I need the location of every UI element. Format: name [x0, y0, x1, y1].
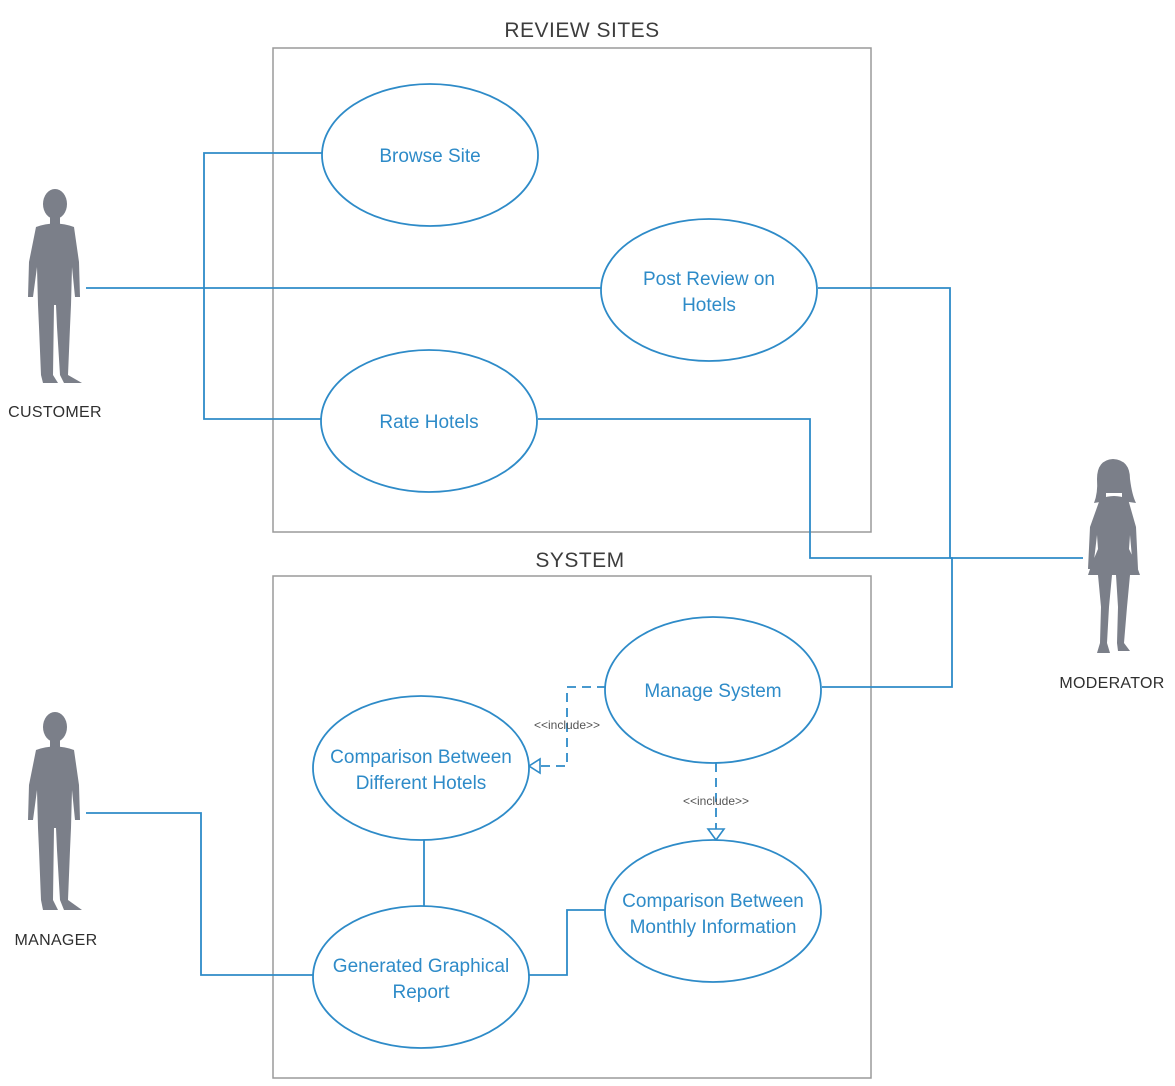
use-case-manage-system[interactable]: Manage System: [604, 616, 822, 764]
include-hotels-dependency: <<include>>: [527, 686, 606, 775]
comparison-hotels-label-line1: Comparison Between: [330, 747, 512, 768]
report-monthly-line: [529, 909, 605, 976]
male-person-icon: [28, 189, 82, 383]
moderator-label: MODERATOR: [1059, 675, 1164, 692]
use-case-browse-site[interactable]: Browse Site: [321, 83, 539, 227]
use-case-post-review[interactable]: Post Review on Hotels: [600, 218, 818, 362]
female-person-icon: [1088, 459, 1140, 653]
male-person-icon: [28, 712, 82, 910]
system-frame: SYSTEM: [272, 549, 872, 1079]
include-monthly-dependency: <<include>>: [683, 763, 749, 842]
post-review-label-line2: Hotels: [682, 295, 736, 316]
include-hotels-label: <<include>>: [534, 718, 600, 732]
graphical-report-label-line1: Generated Graphical: [333, 956, 509, 977]
comparison-monthly-label-line1: Comparison Between: [622, 891, 804, 912]
manager-report-line: [86, 812, 313, 976]
comparison-hotels-label-line2: Different Hotels: [356, 773, 487, 794]
graphical-report-label-line2: Report: [392, 982, 450, 1003]
system-title: SYSTEM: [535, 549, 624, 572]
actor-moderator[interactable]: MODERATOR: [1059, 459, 1164, 692]
include-monthly-label: <<include>>: [683, 794, 749, 808]
customer-label: CUSTOMER: [8, 404, 102, 421]
manager-label: MANAGER: [15, 932, 98, 949]
comparison-monthly-label-line2: Monthly Information: [630, 917, 797, 938]
use-case-comparison-monthly[interactable]: Comparison Between Monthly Information: [604, 839, 822, 983]
post-review-moderator-line: [818, 287, 951, 558]
include-monthly-arrowhead: [706, 828, 726, 842]
browse-site-label: Browse Site: [379, 146, 480, 167]
associations: [86, 152, 1083, 976]
use-case-graphical-report[interactable]: Generated Graphical Report: [312, 905, 530, 1049]
review-sites-frame: REVIEW SITES: [272, 19, 872, 533]
moderator-manage-system-line: [822, 557, 953, 688]
post-review-label-line1: Post Review on: [643, 269, 775, 290]
use-case-comparison-hotels[interactable]: Comparison Between Different Hotels: [312, 695, 530, 841]
include-hotels-arrowhead: [527, 757, 541, 775]
manage-system-label: Manage System: [644, 681, 781, 702]
actor-customer[interactable]: CUSTOMER: [8, 189, 102, 421]
review-sites-title: REVIEW SITES: [504, 19, 659, 42]
rate-hotels-moderator-line: [538, 418, 1083, 559]
customer-browse-rate-line: [203, 152, 322, 420]
rate-hotels-label: Rate Hotels: [379, 412, 478, 433]
use-case-rate-hotels[interactable]: Rate Hotels: [320, 349, 538, 493]
actor-manager[interactable]: MANAGER: [15, 712, 98, 949]
